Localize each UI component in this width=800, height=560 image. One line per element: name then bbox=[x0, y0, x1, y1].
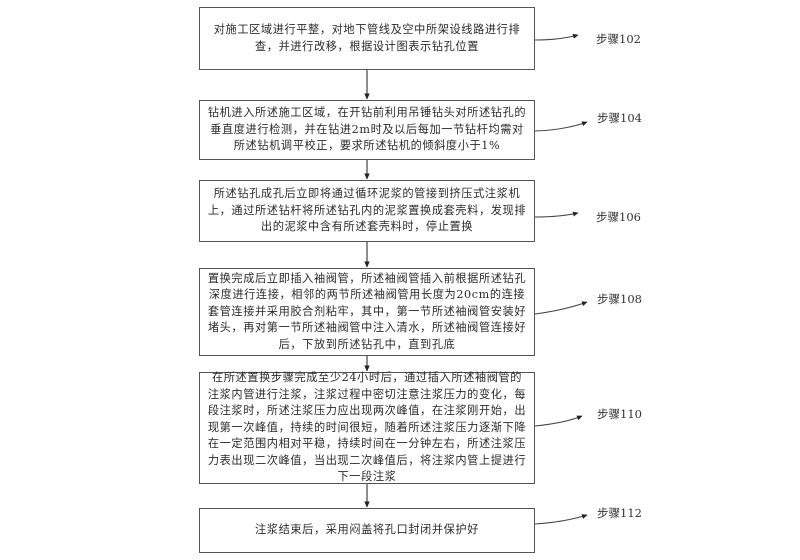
step-108-label: 步骤108 bbox=[597, 292, 642, 306]
leader-step-106 bbox=[534, 211, 579, 218]
leader-step-102 bbox=[534, 33, 579, 41]
leader-step-112 bbox=[534, 514, 588, 525]
step-110-box: 在所述置换步骤完成至少24小时后，通过插入所述袖阀管的注浆内管进行注浆，注浆过程… bbox=[199, 370, 535, 484]
leader-step-104 bbox=[534, 121, 588, 132]
step-104-text: 钻机进入所述施工区域，在开钻前利用吊锤钻头对所述钻孔的垂直度进行检测，并在钻进2… bbox=[207, 106, 527, 153]
leader-step-108 bbox=[534, 301, 588, 315]
step-102-label: 步骤102 bbox=[596, 32, 641, 46]
step-104-label: 步骤104 bbox=[597, 111, 642, 125]
leader-step-110 bbox=[534, 415, 583, 427]
step-112-text: 注浆结束后，采用闷盖将孔口封闭并保护好 bbox=[255, 523, 479, 537]
step-102-box: 对施工区域进行平整，对地下管线及空中所架设线路进行排查，并进行改移，根据设计图表… bbox=[199, 7, 535, 70]
step-112-box: 注浆结束后，采用闷盖将孔口封闭并保护好 bbox=[199, 508, 535, 553]
step-106-text: 所述钻孔成孔后立即将通过循环泥浆的管接到挤压式注浆机上，通过所述钻杆将所述钻孔内… bbox=[207, 187, 527, 234]
step-106-label: 步骤106 bbox=[596, 210, 641, 224]
step-110-label: 步骤110 bbox=[597, 407, 642, 421]
step-112-label: 步骤112 bbox=[597, 506, 642, 520]
step-102-text: 对施工区域进行平整，对地下管线及空中所架设线路进行排查，并进行改移，根据设计图表… bbox=[213, 22, 521, 53]
step-106-box: 所述钻孔成孔后立即将通过循环泥浆的管接到挤压式注浆机上，通过所述钻杆将所述钻孔内… bbox=[199, 180, 535, 242]
step-110-text: 在所述置换步骤完成至少24小时后，通过插入所述袖阀管的注浆内管进行注浆，注浆过程… bbox=[207, 370, 527, 484]
step-104-box: 钻机进入所述施工区域，在开钻前利用吊锤钻头对所述钻孔的垂直度进行检测，并在钻进2… bbox=[199, 100, 535, 160]
step-108-box: 置换完成后立即插入袖阀管，所述袖阀管插入前根据所述钻孔深度进行连接，相邻的两节所… bbox=[199, 268, 535, 356]
step-108-text: 置换完成后立即插入袖阀管，所述袖阀管插入前根据所述钻孔深度进行连接，相邻的两节所… bbox=[207, 271, 527, 351]
